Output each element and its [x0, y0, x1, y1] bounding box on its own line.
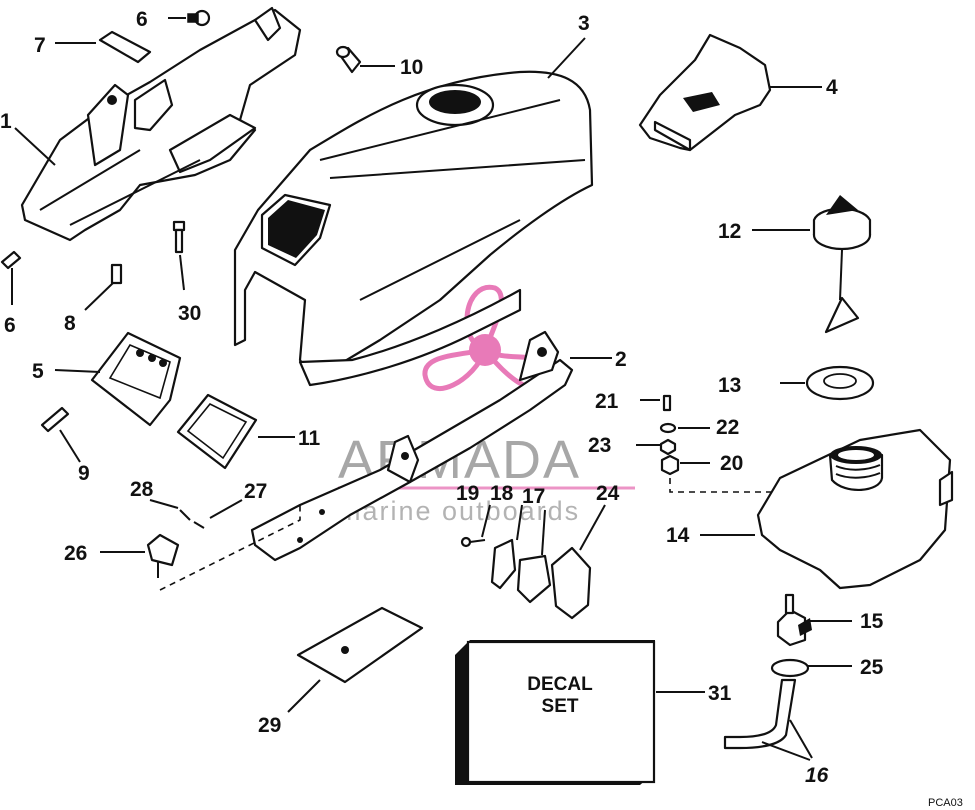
part-4-bracket [638, 33, 822, 152]
callout-2: 2 [615, 348, 627, 371]
callout-27: 27 [244, 480, 267, 503]
part-9-screw [40, 406, 81, 463]
callout-7: 7 [34, 34, 46, 57]
callout-26: 26 [64, 542, 87, 565]
parts-21-22-23-20-hardware [636, 394, 775, 493]
part-3-engine-cover [233, 37, 594, 387]
callout-14: 14 [666, 524, 690, 547]
callout-3: 3 [578, 12, 590, 35]
callout-21: 21 [595, 390, 619, 413]
part-10-bushing [335, 45, 395, 74]
part-18-bracket [490, 504, 523, 590]
decal-label-line1: DECAL [527, 674, 593, 695]
part-1-left-bracket [14, 6, 302, 242]
callout-6-left: 6 [4, 314, 16, 337]
callout-5: 5 [32, 360, 44, 383]
callout-12: 12 [718, 220, 741, 243]
callout-30: 30 [178, 302, 201, 325]
part-15-fuel-valve [776, 593, 852, 647]
part-11-gasket [176, 393, 295, 470]
callout-22: 22 [716, 416, 739, 439]
callout-18: 18 [490, 482, 514, 505]
callout-6-top: 6 [136, 8, 148, 31]
callout-16: 16 [805, 764, 829, 787]
watermark-tagline: marine outboards [338, 496, 580, 526]
callout-1: 1 [0, 110, 12, 133]
part-5-bracket [54, 331, 182, 427]
part-25-clamp [770, 658, 852, 678]
callout-20: 20 [720, 452, 743, 475]
part-2-lower-bracket [250, 330, 612, 562]
part-6-screw-left [0, 250, 22, 305]
callout-23: 23 [588, 434, 611, 457]
callout-31: 31 [708, 682, 732, 705]
callout-13: 13 [718, 374, 741, 397]
part-28-pin [149, 499, 191, 521]
callout-9: 9 [78, 462, 90, 485]
callout-15: 15 [860, 610, 884, 633]
figure-code: PCA03 [928, 797, 963, 809]
callout-4: 4 [826, 76, 838, 99]
part-6-screw-top [168, 9, 211, 27]
part-7-plate [55, 30, 152, 64]
callout-29: 29 [258, 714, 281, 737]
decal-label-line2: SET [542, 696, 579, 717]
part-13-washer [780, 365, 875, 401]
part-14-fuel-tank [700, 428, 954, 590]
callout-25: 25 [860, 656, 884, 679]
callout-28: 28 [130, 478, 154, 501]
part-27-pin [193, 499, 243, 529]
callout-10: 10 [400, 56, 423, 79]
callout-19: 19 [456, 482, 479, 505]
callout-8: 8 [64, 312, 76, 335]
part-31-decal-set: DECAL SET [455, 640, 705, 785]
part-24-pad [550, 504, 606, 620]
callout-11: 11 [298, 427, 321, 450]
part-30-bolt [172, 220, 186, 291]
part-17-clamp [516, 509, 552, 604]
part-12-fuel-cap [752, 195, 872, 334]
part-29-pad [287, 606, 424, 713]
part-26-clip [100, 533, 180, 578]
part-16-fuel-hose [723, 678, 813, 761]
part-19-screw [460, 504, 491, 548]
part-8-screw [84, 263, 123, 311]
callout-17: 17 [522, 485, 545, 508]
callout-24: 24 [596, 482, 620, 505]
